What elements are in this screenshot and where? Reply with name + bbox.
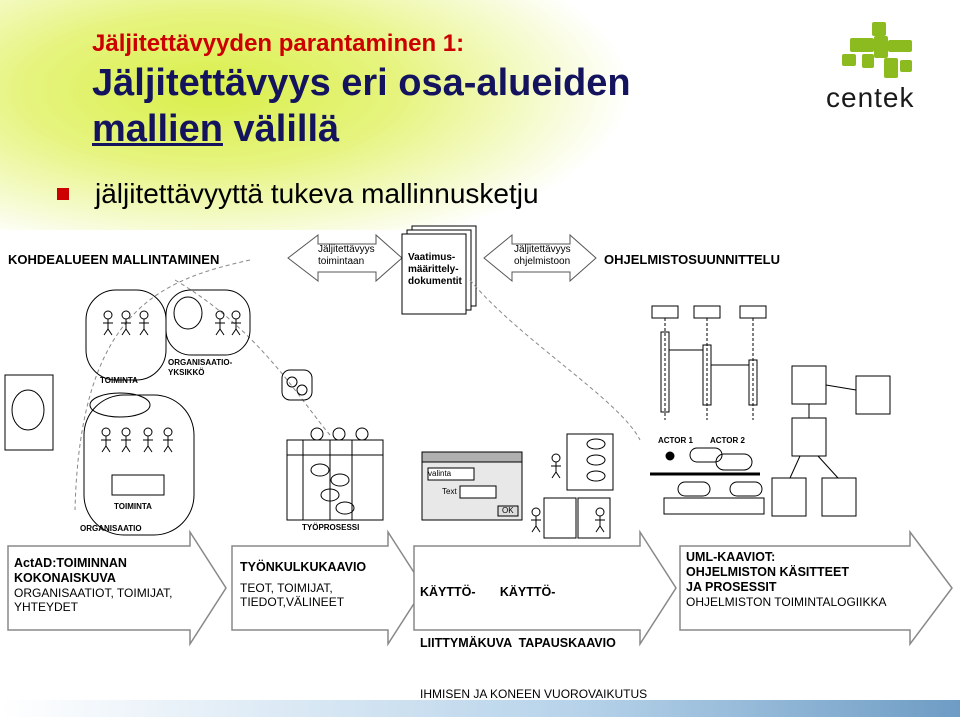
requirements-doc-label: Vaatimus-määrittely-dokumentit (408, 252, 462, 287)
slide-subtitle: Jäljitettävyyden parantaminen 1: (92, 30, 465, 57)
slide-title-line1: Jäljitettävyys eri osa-alueiden (92, 62, 631, 104)
right-heading: OHJELMISTOSUUNNITTELU (604, 252, 780, 267)
title-underlined-word: mallien (92, 108, 223, 150)
chain-arrow-1 (7, 529, 227, 647)
dialog-select: valinta (428, 469, 452, 478)
chain-step-4: UML-KAAVIOT: OHJELMISTON KÄSITTEET JA PR… (686, 550, 887, 609)
chain-step-2: TYÖNKULKUKAAVIO TEOT, TOIMIJAT, TIEDOT,V… (240, 560, 367, 609)
toiminta-top-label: TOIMINTA (100, 376, 138, 385)
chain-arrow-2 (231, 529, 425, 647)
org-unit-label: ORGANISAATIO-YKSIKKÖ (168, 358, 233, 377)
title-rest: välillä (222, 108, 340, 150)
header-highlight (0, 0, 960, 230)
bullet-icon (57, 188, 69, 200)
dialog-ok-button: OK (502, 506, 514, 515)
chain-arrows (7, 529, 953, 647)
dialog-text-label: Text (442, 487, 457, 496)
actor1-label: ACTOR 1 (658, 436, 693, 445)
chain-arrow-4 (679, 529, 953, 647)
toiminta-bottom-label: TOIMINTA (114, 502, 152, 511)
chain-step-3: KÄYTTÖ- KÄYTTÖ- LIITTYMÄKUVA TAPAUSKAAVI… (420, 585, 648, 701)
centek-logo-icon (842, 22, 912, 78)
footer-bar (0, 700, 960, 717)
bullet-text: jäljitettävyyttä tukeva mallinnusketju (95, 178, 539, 209)
modeling-diagram (4, 225, 891, 539)
chain-step-1: ActAD:TOIMINNAN KOKONAISKUVA ORGANISAATI… (14, 556, 173, 614)
slide-title-line2: mallien välillä (92, 108, 339, 150)
left-heading: KOHDEALUEEN MALLINTAMINEN (8, 252, 220, 267)
tyoprosessi-label: TYÖPROSESSI (302, 523, 360, 532)
actor2-label: ACTOR 2 (710, 436, 745, 445)
organisaatio-label: ORGANISAATIO (80, 524, 142, 533)
chain-arrow-3 (413, 529, 677, 647)
logo-text: centek (826, 82, 915, 113)
